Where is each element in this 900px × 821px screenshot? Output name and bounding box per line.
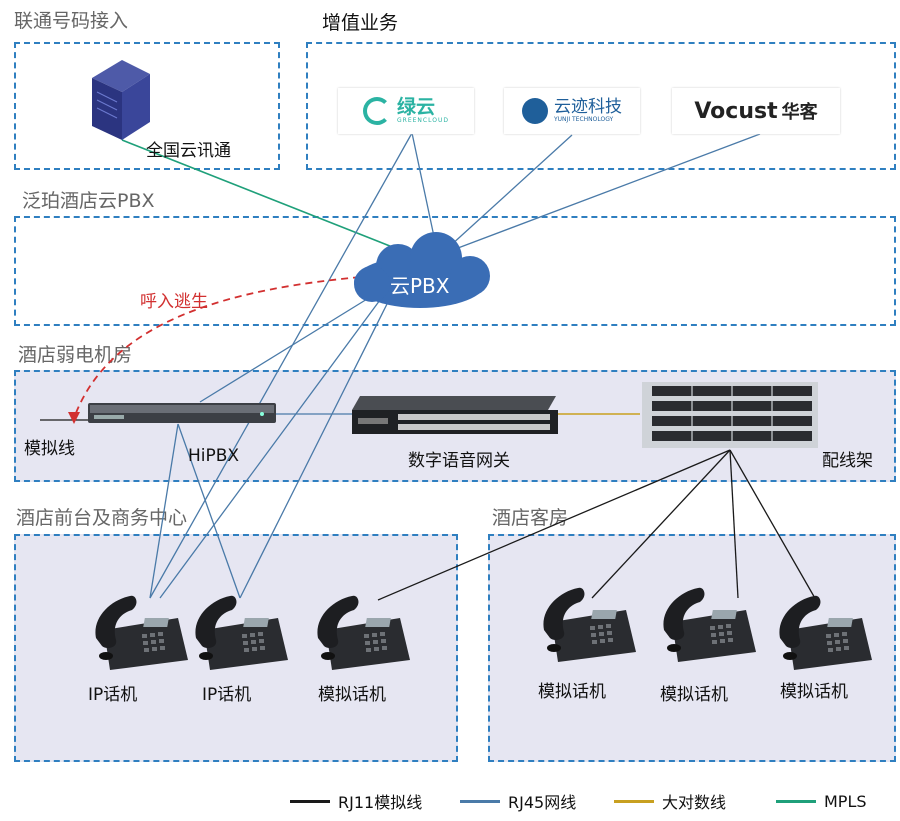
phone-label-front-2: IP话机 — [202, 685, 252, 705]
wire-patch-room3 — [729, 449, 817, 601]
legend-swatch-rj11 — [290, 799, 330, 803]
zone-label-unicom: 联通号码接入 — [14, 10, 129, 32]
lvyun-text: 绿云 — [397, 95, 436, 118]
wire-cloud-ipphone2 — [239, 301, 389, 599]
wire-cloud-ipphone1 — [159, 299, 381, 599]
escape-path — [73, 275, 373, 419]
wire-hipbx-ipphone2 — [177, 423, 241, 599]
wire-lvyun-phone — [149, 132, 413, 599]
cloud-icon — [354, 232, 490, 308]
zone-label-value-added: 增值业务 — [322, 12, 399, 34]
gateway-label: 数字语音网关 — [408, 451, 510, 471]
legend-swatch-rj45 — [460, 799, 500, 803]
zone-label-front-desk: 酒店前台及商务中心 — [16, 507, 188, 529]
wire-mpls — [121, 139, 401, 251]
wire-patch-room2 — [729, 449, 739, 599]
zone-label-guest-rooms: 酒店客房 — [492, 507, 569, 529]
legend-item-trunk: 大对数线 — [614, 790, 726, 812]
legend-label-mpls: MPLS — [824, 791, 867, 811]
phone-label-room-3: 模拟话机 — [780, 682, 848, 702]
server-icon — [92, 60, 150, 140]
yunji-mark-icon — [522, 98, 548, 124]
wire-hipbx-ipphone1 — [149, 423, 179, 599]
wire-cloud-hipbx — [199, 295, 373, 403]
phone-icon-room-2 — [663, 587, 756, 662]
phone-icon-front-1 — [95, 595, 188, 670]
legend-label-rj11: RJ11模拟线 — [338, 793, 423, 812]
hipbx-icon — [88, 403, 276, 423]
zone-label-machine-room: 酒店弱电机房 — [18, 344, 133, 366]
phone-icon-room-3 — [779, 595, 872, 670]
logo-lvyun: 绿云 GREENCLOUD — [338, 88, 474, 134]
legend-swatch-mpls — [776, 799, 816, 803]
wire-patch-front-analog — [377, 449, 731, 601]
wire-vocust-cloud — [457, 133, 761, 249]
patch-panel-label: 配线架 — [822, 451, 873, 471]
logo-vocust: Vocust 华客 — [672, 88, 840, 134]
legend-label-trunk: 大对数线 — [662, 793, 727, 812]
legend-label-rj45: RJ45网线 — [508, 793, 577, 812]
phone-icon-front-3 — [317, 595, 410, 670]
hipbx-label: HiPBX — [188, 446, 240, 466]
zone-label-cloud-pbx: 泛珀酒店云PBX — [22, 190, 155, 212]
escape-label: 呼入逃生 — [140, 292, 208, 312]
server-label: 全国云讯通 — [146, 141, 231, 161]
legend-item-rj45: RJ45网线 — [460, 790, 576, 812]
phone-icon-front-2 — [195, 595, 288, 670]
vocust-cn-text: 华客 — [781, 102, 818, 123]
wire-lvyun-cloud — [411, 132, 437, 247]
legend-item-rj11: RJ11模拟线 — [290, 790, 422, 812]
phone-label-room-1: 模拟话机 — [538, 682, 606, 702]
phone-label-room-2: 模拟话机 — [660, 685, 728, 705]
phone-icon-room-1 — [543, 587, 636, 662]
patch-panel-icon — [642, 382, 818, 448]
phone-label-front-1: IP话机 — [88, 685, 138, 705]
wire-yunji-cloud — [449, 134, 573, 247]
vocust-text: Vocust — [694, 98, 778, 124]
analog-line-label: 模拟线 — [24, 439, 75, 459]
phone-label-front-3: 模拟话机 — [318, 685, 386, 705]
escape-arrowhead — [68, 412, 80, 424]
logo-yunji: 云迹科技 YUNJI TECHNOLOGY — [504, 88, 640, 134]
lvyun-mark-icon — [363, 97, 392, 125]
cloud-label: 云PBX — [390, 274, 450, 298]
legend-swatch-trunk — [614, 799, 654, 803]
lvyun-subtext: GREENCLOUD — [397, 116, 449, 124]
yunji-text: 云迹科技 — [554, 96, 622, 117]
yunji-subtext: YUNJI TECHNOLOGY — [554, 115, 614, 123]
legend-item-mpls: MPLS — [776, 790, 867, 812]
gateway-icon — [352, 396, 558, 434]
wire-patch-room1 — [591, 449, 731, 599]
